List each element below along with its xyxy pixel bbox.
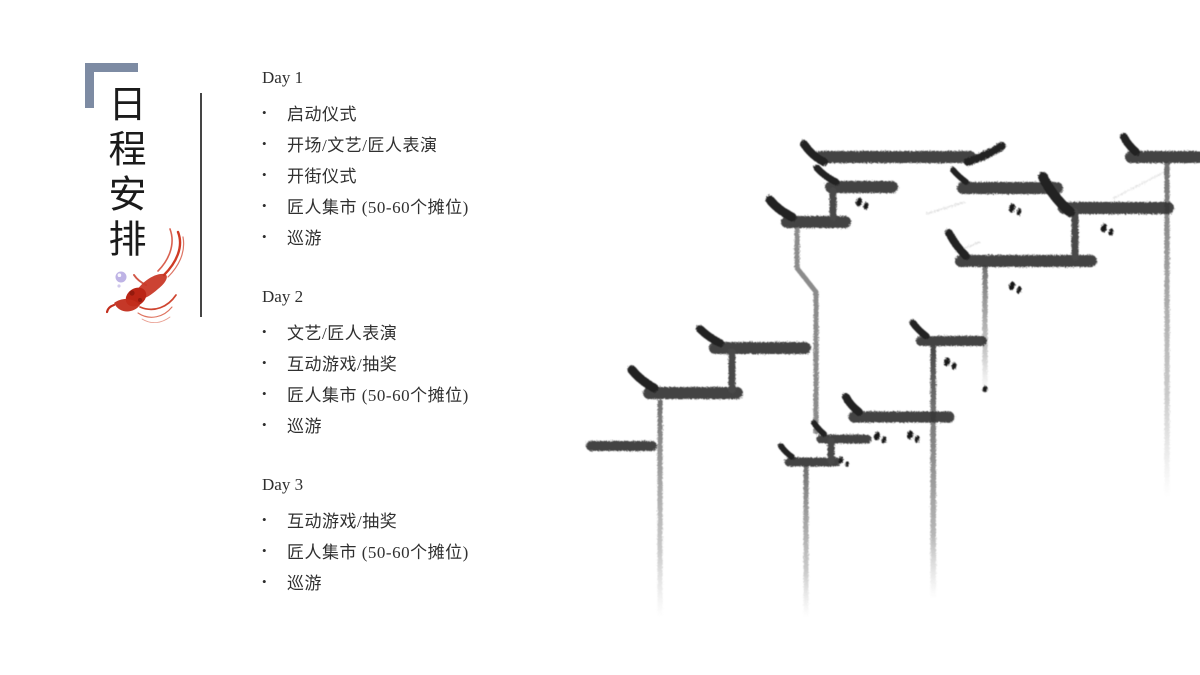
bullet-icon: • (262, 135, 267, 151)
schedule-item-text: 启动仪式 (287, 105, 357, 124)
slide-title-vertical: 日程安排 (102, 84, 144, 264)
bullet-icon: • (262, 166, 267, 182)
eave-tips (627, 133, 1140, 460)
schedule-item-text: 开场/文艺/匠人表演 (287, 136, 438, 155)
bullet-icon: • (262, 511, 267, 527)
koi-fins (106, 294, 177, 323)
ink-dots (838, 197, 1114, 467)
schedule-item: • 启动仪式 (262, 97, 562, 128)
bullet-icon: • (262, 385, 267, 401)
schedule-item: • 互动游戏/抽奖 (262, 504, 562, 535)
schedule-item-text: 互动游戏/抽奖 (287, 512, 398, 531)
bullet-icon: • (262, 104, 267, 120)
schedule-item-text: 匠人集市 (50-60个摊位) (287, 386, 469, 405)
bubble-decoration (115, 271, 127, 288)
schedule-content: Day 1 • 启动仪式 • 开场/文艺/匠人表演 • 开街仪式 • 匠人集市 (50-60个摊… (262, 67, 562, 631)
bullet-icon: • (262, 197, 267, 213)
jogged-wall-line (794, 227, 819, 434)
schedule-item-text: 巡游 (287, 417, 322, 436)
vertical-divider (200, 93, 202, 317)
wall-lines (657, 162, 1170, 617)
schedule-item: • 匠人集市 (50-60个摊位) (262, 190, 562, 221)
day-item-list: • 文艺/匠人表演 • 互动游戏/抽奖 • 匠人集市 (50-60个摊位) • 巡游 (262, 316, 562, 440)
schedule-item: • 互动游戏/抽奖 (262, 347, 562, 378)
schedule-item-text: 巡游 (287, 574, 322, 593)
schedule-item: • 开街仪式 (262, 159, 562, 190)
schedule-item-text: 巡游 (287, 229, 322, 248)
koi-tail (157, 228, 185, 278)
schedule-item: • 巡游 (262, 409, 562, 440)
schedule-item-text: 匠人集市 (50-60个摊位) (287, 198, 469, 217)
bullet-icon: • (262, 228, 267, 244)
schedule-item-text: 匠人集市 (50-60个摊位) (287, 543, 469, 562)
schedule-item: • 开场/文艺/匠人表演 (262, 128, 562, 159)
roof-bars (586, 151, 1200, 467)
schedule-item: • 匠人集市 (50-60个摊位) (262, 378, 562, 409)
schedule-item: • 匠人集市 (50-60个摊位) (262, 535, 562, 566)
day-item-list: • 互动游戏/抽奖 • 匠人集市 (50-60个摊位) • 巡游 (262, 504, 562, 597)
bullet-icon: • (262, 573, 267, 589)
schedule-item: • 文艺/匠人表演 (262, 316, 562, 347)
day-section: Day 1 • 启动仪式 • 开场/文艺/匠人表演 • 开街仪式 • 匠人集市 (50-60个摊… (262, 67, 562, 252)
schedule-item: • 巡游 (262, 566, 562, 597)
day-item-list: • 启动仪式 • 开场/文艺/匠人表演 • 开街仪式 • 匠人集市 (50-60个摊位) • 巡游 (262, 97, 562, 252)
ink-rooftops-illustration (586, 133, 1200, 617)
corner-bracket-decoration (85, 63, 138, 108)
day-heading: Day 3 (262, 475, 304, 494)
schedule-item-text: 文艺/匠人表演 (287, 324, 398, 343)
bullet-icon: • (262, 416, 267, 432)
schedule-item-text: 开街仪式 (287, 167, 357, 186)
step-connectors (728, 187, 1079, 465)
bullet-icon: • (262, 354, 267, 370)
day-heading: Day 1 (262, 68, 304, 87)
day-heading: Day 2 (262, 287, 304, 306)
bullet-icon: • (262, 542, 267, 558)
schedule-item: • 巡游 (262, 221, 562, 252)
day-section: Day 3 • 互动游戏/抽奖 • 匠人集市 (50-60个摊位) • 巡游 (262, 474, 562, 597)
bullet-icon: • (262, 323, 267, 339)
koi-fish-icon (106, 228, 185, 323)
day-section: Day 2 • 文艺/匠人表演 • 互动游戏/抽奖 • 匠人集市 (50-60个摊位) • 巡游 (262, 286, 562, 440)
schedule-item-text: 互动游戏/抽奖 (287, 355, 398, 374)
